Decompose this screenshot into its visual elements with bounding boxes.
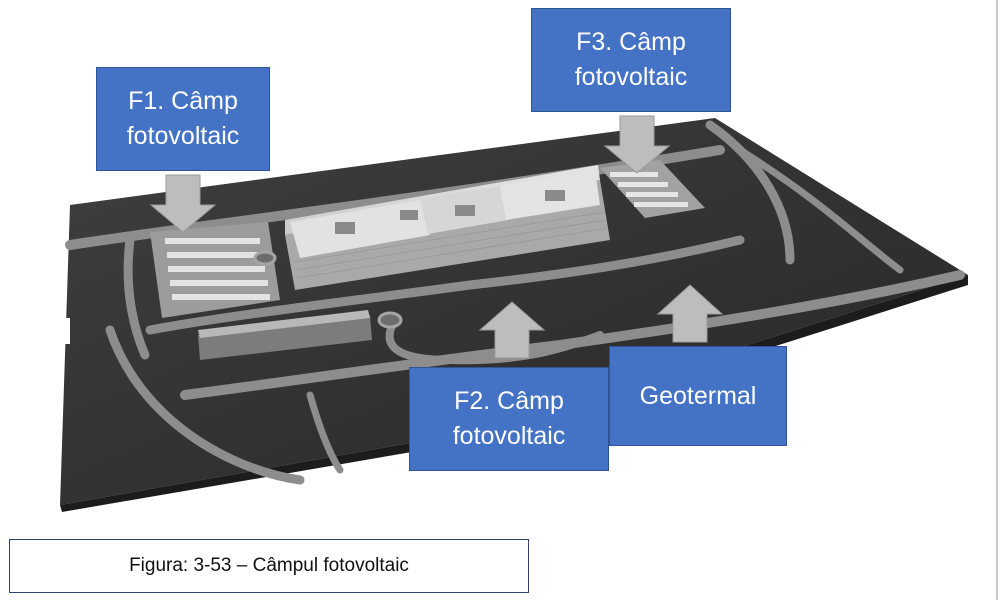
left-edge-notch <box>52 318 70 344</box>
callout-geotermal-label: Geotermal <box>639 381 757 410</box>
pv-field-f3 <box>600 160 705 218</box>
figure-caption: Figura: 3-53 – Câmpul fotovoltaic <box>9 539 529 593</box>
pv-field-f1 <box>150 222 280 318</box>
arrow-f2 <box>478 301 546 359</box>
callout-geotermal: Geotermal <box>609 346 787 446</box>
arrow-geotermal <box>656 284 724 343</box>
arrow-f1 <box>149 174 217 233</box>
callout-f2-pv-field: F2. Câmp fotovoltaic <box>409 367 609 471</box>
callout-f2-line1: F2. Câmp <box>454 387 564 415</box>
callout-f3-line1: F3. Câmp <box>576 28 686 56</box>
callout-f3-pv-field: F3. Câmp fotovoltaic <box>531 8 731 112</box>
callout-f3-line2: fotovoltaic <box>574 63 688 91</box>
arrow-f3 <box>603 115 671 174</box>
roundabout-left <box>253 250 277 266</box>
auxiliary-building <box>198 310 372 360</box>
callout-f2-line2: fotovoltaic <box>452 422 566 450</box>
main-building <box>285 165 610 290</box>
callout-f1-line2: fotovoltaic <box>126 122 240 150</box>
roundabout-center <box>377 311 403 329</box>
callout-f1-pv-field: F1. Câmp fotovoltaic <box>96 67 270 171</box>
figure-caption-text: Figura: 3-53 – Câmpul fotovoltaic <box>129 555 409 576</box>
callout-f1-line1: F1. Câmp <box>128 87 238 115</box>
